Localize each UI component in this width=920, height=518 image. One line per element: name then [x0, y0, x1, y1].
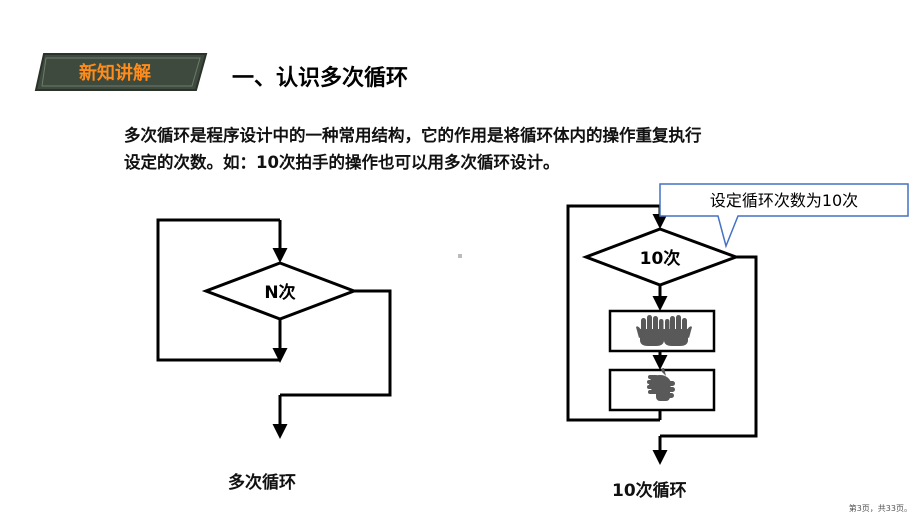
right-loop-back-line	[566, 204, 660, 422]
section-title: 一、认识多次循环	[232, 66, 409, 91]
open-hands-icon	[636, 315, 692, 346]
section-tab-shape	[34, 53, 208, 91]
loop-count-callout	[659, 183, 909, 249]
section-tab: 新知讲解	[32, 50, 212, 94]
right-exit-line	[660, 255, 758, 438]
intro-paragraph: 多次循环是程序设计中的一种常用结构，它的作用是将循环体内的操作重复执行 设定的次…	[124, 122, 844, 176]
callout-text: 设定循环次数为10次	[710, 191, 858, 210]
intro-line-2: 设定的次数。如：10次拍手的操作也可以用多次循环设计。	[124, 153, 560, 172]
left-loop-back-line	[156, 218, 280, 362]
center-marker	[458, 254, 462, 258]
left-flowchart-caption: 多次循环	[228, 473, 296, 493]
left-flowchart	[156, 218, 392, 439]
left-condition-label: N次	[264, 282, 295, 303]
right-condition-label: 10次	[640, 248, 681, 269]
clap-hands-icon	[647, 368, 675, 401]
right-flowchart-caption: 10次循环	[612, 481, 687, 501]
intro-line-1: 多次循环是程序设计中的一种常用结构，它的作用是将循环体内的操作重复执行	[124, 126, 702, 145]
section-tab-label: 新知讲解	[79, 63, 151, 84]
left-exit-line	[280, 289, 392, 397]
page-indicator: 第3页，共33页。	[848, 504, 912, 513]
